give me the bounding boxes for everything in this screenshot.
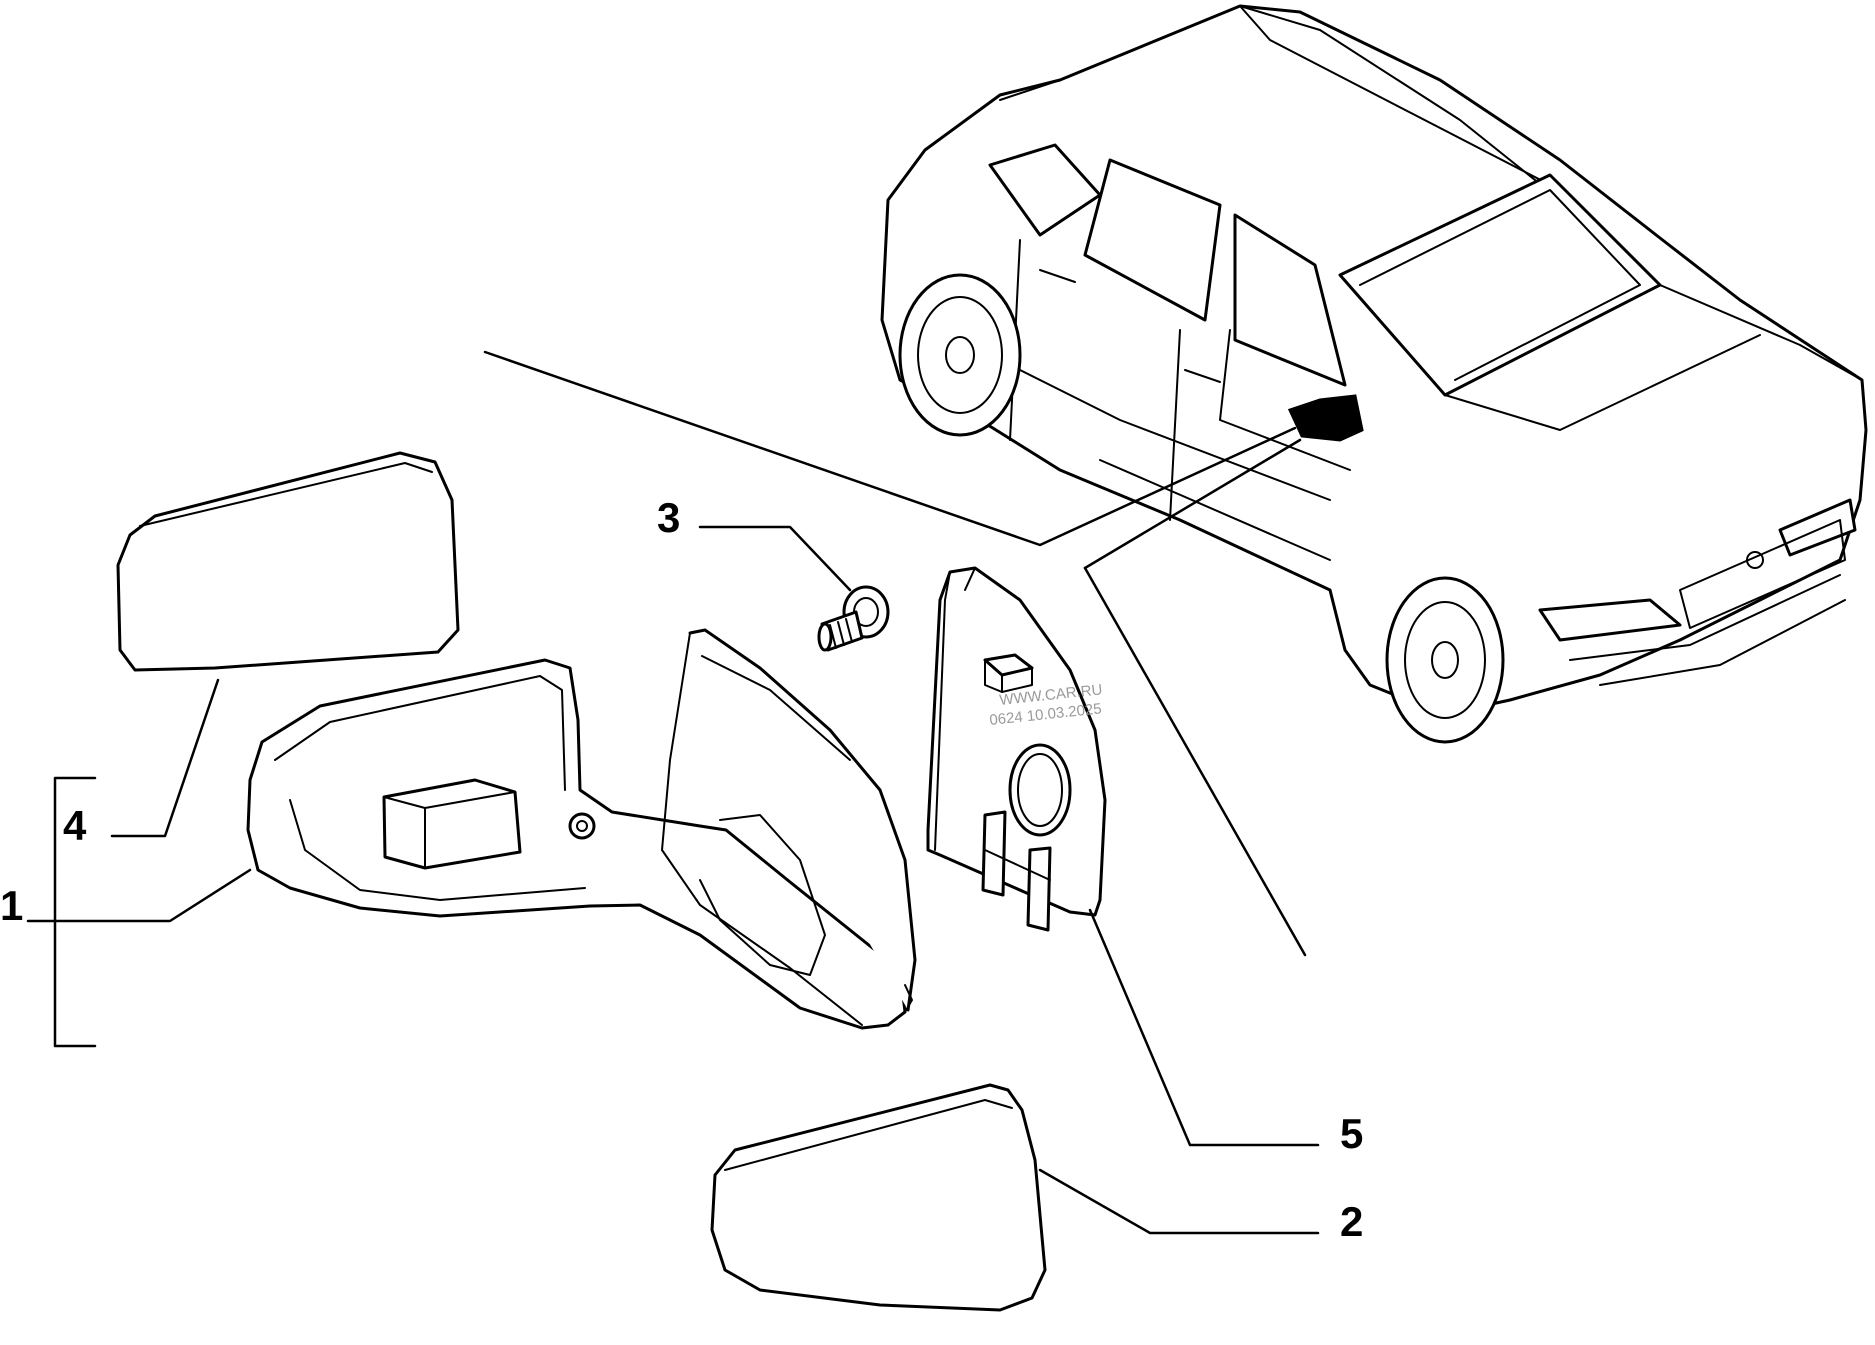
leader-3 [698, 525, 852, 592]
callout-4: 4 [63, 802, 87, 849]
callout-3: 3 [657, 494, 680, 541]
connector-line-right [1083, 566, 1307, 957]
car-mirror-highlight [1287, 394, 1364, 442]
part-mirror-assembly [246, 628, 917, 1030]
leader-5 [1088, 908, 1320, 1147]
bracket-item-1 [53, 776, 97, 1048]
callout-1: 1 [0, 882, 23, 929]
callout-2: 2 [1340, 1198, 1363, 1245]
car-illustration [880, 4, 1868, 744]
leader-4 [110, 678, 220, 838]
leader-2 [1038, 1168, 1320, 1235]
callout-5: 5 [1340, 1110, 1363, 1157]
part-mirror-glass [116, 451, 460, 672]
part-inner-cover [926, 566, 1107, 932]
connector-line-upper [483, 350, 1297, 547]
leader-1 [26, 868, 252, 923]
connector-line-lower [1083, 438, 1302, 570]
part-screw [817, 585, 890, 652]
part-outer-cap [710, 1083, 1047, 1312]
